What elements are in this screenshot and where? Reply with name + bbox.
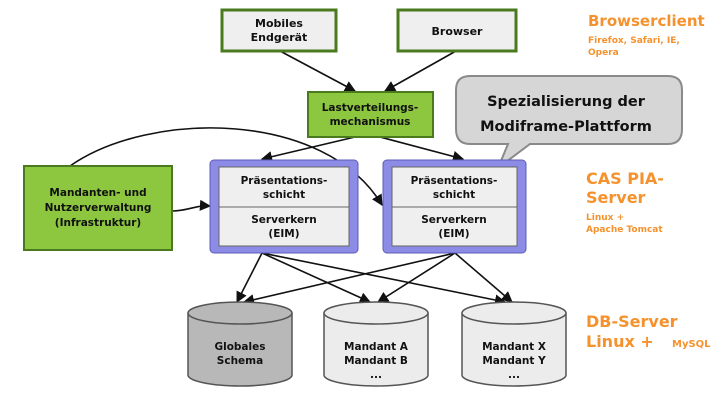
- arrow-server2-to-db1: [242, 252, 456, 306]
- side-label-server-sub-1: Linux +: [586, 213, 624, 223]
- server-core-2-line-2: (EIM): [438, 228, 469, 240]
- arrow-server1-to-db1: [236, 252, 263, 303]
- side-label-server: CAS PIA- Server Linux + Apache Tomcat: [586, 169, 664, 235]
- load-balancer-line-1: Lastverteilungs-: [322, 102, 419, 114]
- arrow-server2-to-db3: [454, 252, 513, 303]
- side-label-server-sub-2: Apache Tomcat: [586, 225, 663, 235]
- side-label-server-title-1: CAS PIA-: [586, 169, 664, 188]
- server-core-1-line-1: Serverkern: [251, 214, 316, 226]
- side-label-browserclient-sub-1: Firefox, Safari, IE,: [588, 36, 680, 46]
- callout-line-1: Spezialisierung der: [487, 94, 646, 110]
- presentation-layer-2-line-2: schicht: [433, 189, 475, 201]
- presentation-layer-1-line-1: Präsentations-: [241, 175, 328, 187]
- database-1-line-1: Globales: [214, 341, 265, 353]
- database-3-line-1: Mandant X: [482, 341, 546, 353]
- arrow-server1-to-db3: [261, 252, 507, 306]
- load-balancer-line-2: mechanismus: [330, 116, 411, 128]
- mobile-client-line-1: Mobiles: [255, 17, 303, 30]
- tenant-admin-box: Mandanten- und Nutzerverwaltung (Infrast…: [23, 165, 173, 251]
- database-2-line-1: Mandant A: [344, 341, 409, 353]
- server-core-1-line-2: (EIM): [268, 228, 299, 240]
- arrow-admin-to-server1: [171, 199, 212, 212]
- database-2-line-3: ...: [370, 369, 382, 381]
- server-node-1: Präsentations- schicht Serverkern (EIM): [209, 159, 359, 254]
- side-label-browserclient-sub-2: Opera: [588, 48, 619, 58]
- side-label-db-title-2: Linux +: [586, 332, 654, 351]
- database-3-line-3: ...: [508, 369, 520, 381]
- side-label-db-mysql: MySQL: [672, 339, 711, 350]
- side-label-db-title-1: DB-Server: [586, 312, 678, 331]
- mobile-client-line-2: Endgerät: [251, 31, 308, 44]
- arrow-server1-to-db2: [261, 252, 372, 303]
- load-balancer-box: Lastverteilungs- mechanismus: [307, 91, 434, 138]
- side-label-server-title-2: Server: [586, 188, 646, 207]
- presentation-layer-1: [218, 166, 350, 208]
- arrow-mobile-to-lb: [279, 50, 356, 92]
- server-core-2: [391, 206, 518, 247]
- database-2-line-2: Mandant B: [344, 355, 408, 367]
- browser-client-box: Browser: [396, 8, 518, 53]
- side-label-browserclient-title: Browserclient: [588, 12, 705, 30]
- presentation-layer-2-line-1: Präsentations-: [411, 175, 498, 187]
- callout-line-2: Modiframe-Plattform: [480, 119, 652, 135]
- arrow-lb-to-server1: [260, 136, 356, 163]
- browser-client-label: Browser: [432, 25, 484, 38]
- tenant-admin-line-1: Mandanten- und: [49, 187, 146, 199]
- server-core-2-line-1: Serverkern: [421, 214, 486, 226]
- side-label-db: DB-Server Linux + MySQL: [586, 312, 711, 351]
- arrow-server2-to-db2: [377, 252, 456, 303]
- presentation-layer-2: [391, 166, 518, 208]
- database-global-schema: Globales Schema: [187, 301, 293, 387]
- mobile-client-box: Mobiles Endgerät: [220, 8, 338, 53]
- tenant-admin-line-3: (Infrastruktur): [55, 217, 141, 229]
- arrow-browser-to-lb: [384, 50, 457, 92]
- specialization-callout: Spezialisierung der Modiframe-Plattform: [455, 75, 683, 171]
- tenant-admin-line-2: Nutzerverwaltung: [45, 202, 152, 214]
- side-label-browserclient: Browserclient Firefox, Safari, IE, Opera: [588, 12, 705, 58]
- arrow-lb-to-server2: [379, 136, 465, 162]
- database-1-line-2: Schema: [217, 355, 263, 367]
- database-tenants-a-b: Mandant A Mandant B ...: [323, 301, 429, 387]
- database-tenants-x-y: Mandant X Mandant Y ...: [461, 301, 567, 387]
- server-core-1: [218, 206, 350, 247]
- presentation-layer-1-line-2: schicht: [263, 189, 305, 201]
- server-node-2: Präsentations- schicht Serverkern (EIM): [382, 159, 527, 254]
- database-3-line-2: Mandant Y: [482, 355, 546, 367]
